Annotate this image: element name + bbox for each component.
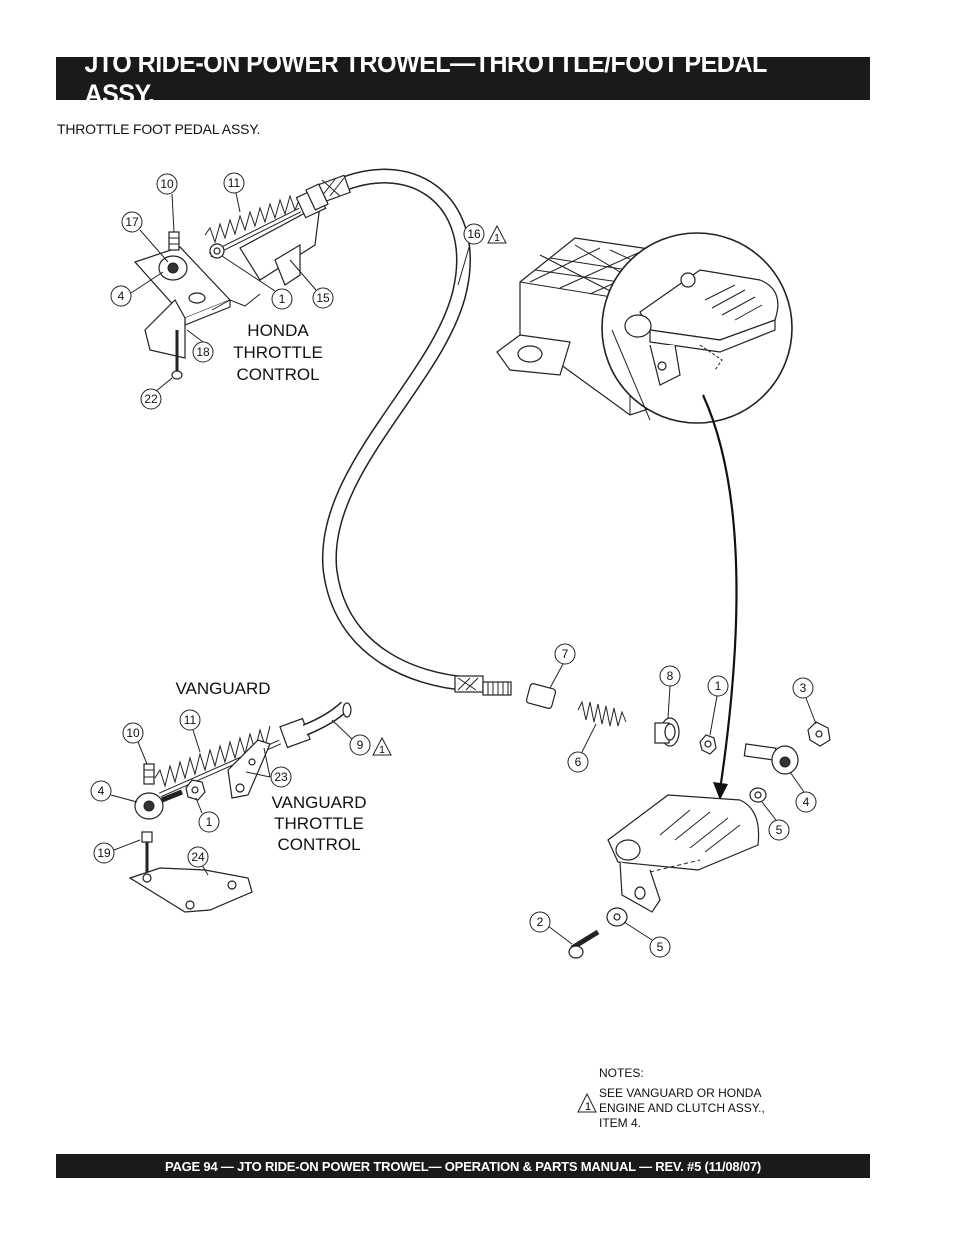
note-flag-icon: 1 — [487, 224, 507, 244]
callout-22-honda: 22 — [140, 377, 173, 410]
exploded-parts-row — [525, 683, 831, 803]
svg-text:8: 8 — [667, 669, 674, 683]
svg-text:1: 1 — [494, 233, 500, 244]
notes-line-3: ITEM 4. — [599, 1116, 641, 1130]
foot-pedal-lower — [568, 794, 760, 959]
page-title-bar: JTO RIDE-ON POWER TROWEL—THROTTLE/FOOT P… — [56, 48, 870, 109]
honda-throttle-control — [133, 183, 329, 380]
svg-text:CONTROL: CONTROL — [236, 365, 319, 384]
svg-text:CONTROL: CONTROL — [277, 835, 360, 854]
throttle-cable — [315, 168, 512, 696]
svg-text:16: 16 — [467, 227, 481, 241]
callout-5-pedal-lower: 5 — [623, 921, 671, 958]
page-title: JTO RIDE-ON POWER TROWEL—THROTTLE/FOOT P… — [84, 47, 767, 109]
svg-text:1: 1 — [585, 1101, 591, 1113]
svg-text:22: 22 — [144, 392, 158, 406]
vanguard-throttle-control — [128, 701, 352, 913]
notes-heading: NOTES: — [599, 1066, 644, 1080]
svg-text:10: 10 — [160, 177, 174, 191]
callout-17-honda: 17 — [121, 211, 169, 263]
svg-text:HONDA: HONDA — [247, 321, 309, 340]
note-flag-vanguard-icon: 1 — [372, 736, 392, 756]
svg-text:6: 6 — [575, 755, 582, 769]
callout-8: 8 — [659, 665, 681, 719]
honda-label: HONDA THROTTLE CONTROL — [233, 321, 323, 384]
svg-text:5: 5 — [776, 823, 783, 837]
notes-flag-icon — [577, 1092, 597, 1113]
svg-text:3: 3 — [800, 681, 807, 695]
svg-text:23: 23 — [274, 770, 288, 784]
svg-text:5: 5 — [657, 940, 664, 954]
assembly-arrow — [701, 394, 738, 800]
notes-line-1: SEE VANGUARD OR HONDA — [599, 1086, 761, 1100]
footer-text: PAGE 94 — JTO RIDE-ON POWER TROWEL— OPER… — [164, 1158, 762, 1174]
svg-text:24: 24 — [191, 850, 205, 864]
callout-1-honda: 1 — [221, 255, 293, 310]
callout-11-vanguard: 11 — [179, 709, 201, 753]
svg-text:2: 2 — [537, 915, 544, 929]
callout-16-cable: 16 — [457, 223, 485, 286]
svg-text:THROTTLE: THROTTLE — [274, 814, 364, 833]
callout-7: 7 — [549, 643, 576, 689]
callout-10-honda: 10 — [156, 173, 178, 233]
svg-text:THROTTLE: THROTTLE — [233, 343, 323, 362]
callout-4-vanguard: 4 — [90, 780, 138, 803]
callout-4-honda: 4 — [110, 271, 164, 307]
vanguard-heading: VANGUARD — [175, 679, 270, 698]
callout-9-vanguard: 9 — [331, 719, 371, 756]
svg-text:17: 17 — [125, 215, 139, 229]
callout-10-vanguard: 10 — [122, 722, 148, 765]
svg-text:4: 4 — [803, 795, 810, 809]
notes-line-2: ENGINE AND CLUTCH ASSY., — [599, 1101, 765, 1115]
callout-23-vanguard: 23 — [245, 747, 292, 788]
svg-text:VANGUARD: VANGUARD — [271, 793, 366, 812]
callout-24-vanguard: 24 — [187, 846, 209, 876]
callout-11-honda: 11 — [223, 172, 245, 213]
svg-text:9: 9 — [357, 738, 364, 752]
svg-text:11: 11 — [184, 713, 197, 727]
notes-block: NOTES: 1 SEE VANGUARD OR HONDA ENGINE AN… — [577, 1066, 765, 1130]
vanguard-label: VANGUARD THROTTLE CONTROL — [271, 793, 366, 854]
svg-text:1: 1 — [715, 679, 722, 693]
svg-text:4: 4 — [98, 784, 105, 798]
svg-text:4: 4 — [118, 289, 125, 303]
svg-text:11: 11 — [228, 176, 241, 190]
footer-bar: PAGE 94 — JTO RIDE-ON POWER TROWEL— OPER… — [56, 1154, 870, 1178]
callout-5-pedal-upper: 5 — [761, 801, 790, 841]
callout-4-pedal: 4 — [789, 771, 817, 813]
svg-text:1: 1 — [379, 745, 385, 756]
callout-18-honda: 18 — [186, 329, 214, 363]
callout-6: 6 — [567, 723, 597, 773]
svg-text:1: 1 — [206, 815, 213, 829]
callout-19-vanguard: 19 — [93, 839, 141, 864]
svg-text:19: 19 — [97, 846, 111, 860]
callout-2: 2 — [529, 911, 573, 945]
svg-text:10: 10 — [126, 726, 140, 740]
pedal-detail-magnifier — [601, 232, 793, 424]
svg-text:1: 1 — [279, 292, 286, 306]
callout-1-vanguard: 1 — [195, 797, 220, 833]
section-subtitle: THROTTLE FOOT PEDAL ASSY. — [57, 121, 261, 137]
callout-1-pedal: 1 — [707, 675, 729, 736]
svg-text:7: 7 — [562, 647, 569, 661]
svg-text:15: 15 — [316, 291, 330, 305]
callout-3: 3 — [792, 677, 817, 725]
svg-text:18: 18 — [196, 345, 210, 359]
callout-15-honda: 15 — [289, 259, 334, 309]
